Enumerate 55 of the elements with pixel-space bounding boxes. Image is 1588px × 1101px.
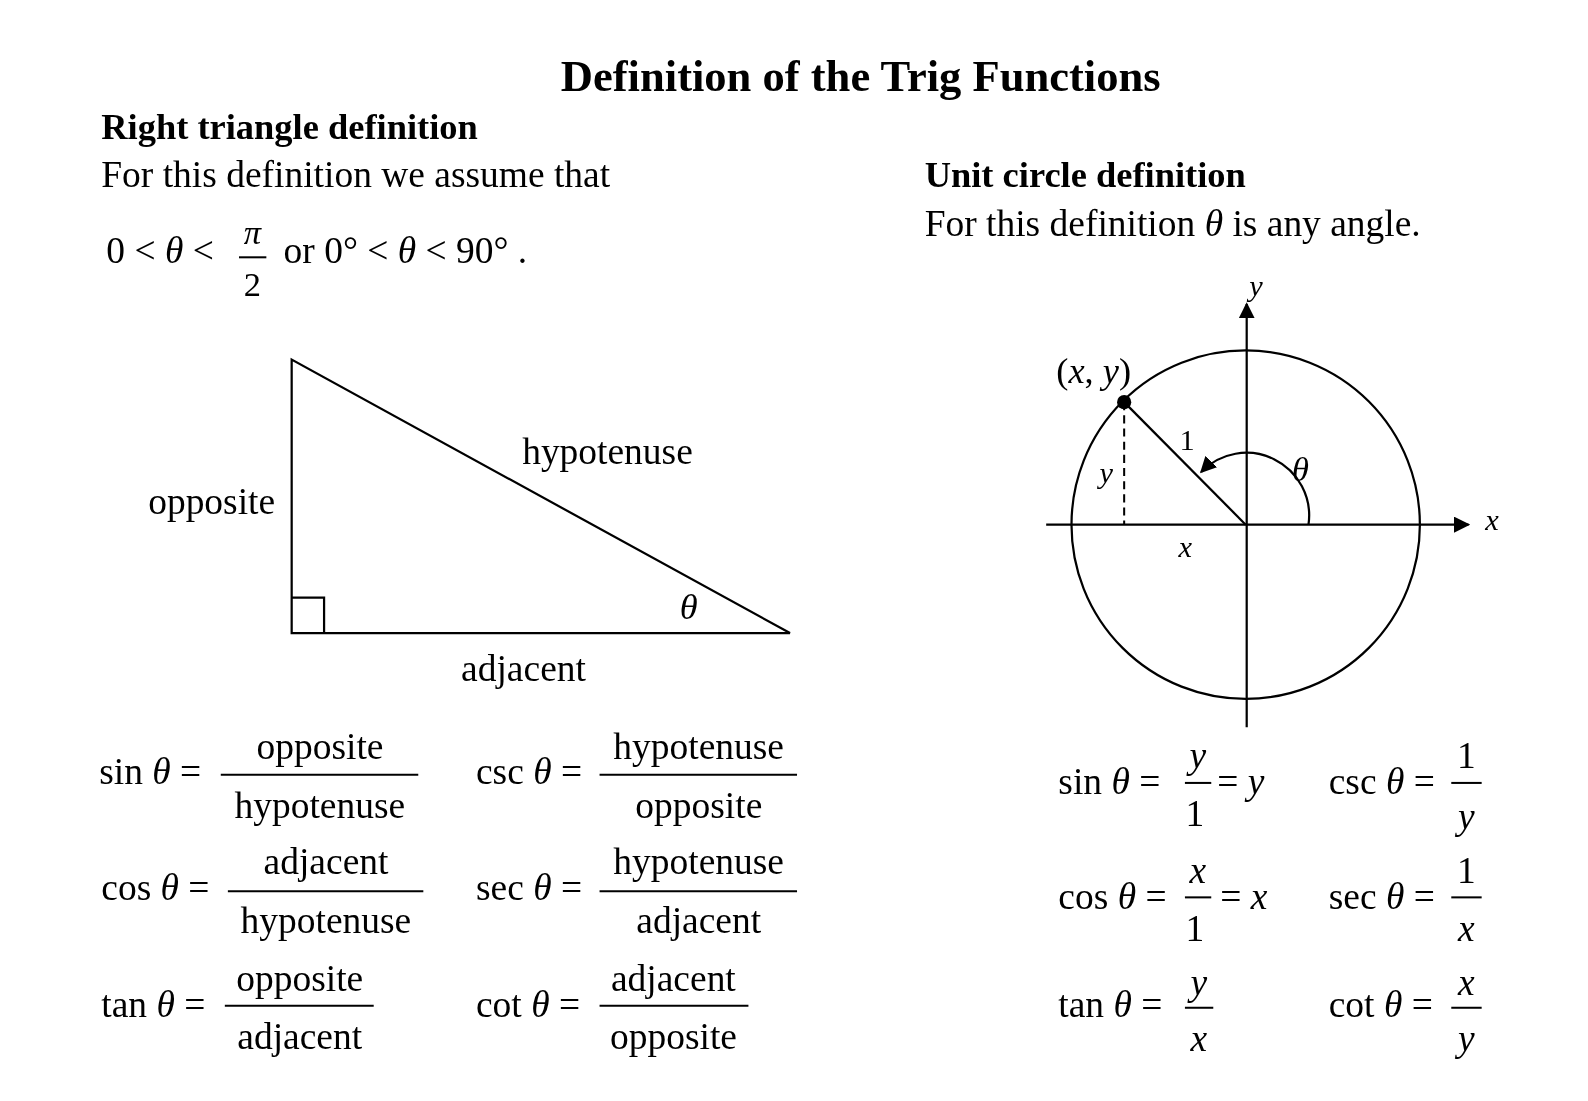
fraction-numerator: π bbox=[243, 214, 261, 250]
formula-text: sin θ = bbox=[99, 752, 202, 791]
length-label: x bbox=[1178, 531, 1192, 563]
fraction-numerator: hypotenuse bbox=[613, 843, 784, 881]
formula-text: sec θ = bbox=[1328, 877, 1435, 915]
formula-text: sec θ = bbox=[476, 869, 583, 907]
fraction-denominator: 2 bbox=[243, 267, 261, 302]
fraction-numerator: adjacent bbox=[610, 959, 736, 998]
formula-text: cot θ = bbox=[1328, 985, 1433, 1024]
point-label: (x, y) bbox=[1056, 353, 1132, 390]
length-label: y bbox=[1099, 457, 1113, 489]
page-title: Definition of the Trig Functions bbox=[560, 53, 1161, 99]
fraction-numerator: x bbox=[1457, 963, 1475, 1002]
fraction-numerator: x bbox=[1189, 852, 1207, 890]
fraction-denominator: x bbox=[1190, 1020, 1208, 1058]
fraction-denominator: adjacent bbox=[636, 901, 762, 940]
fraction-denominator: opposite bbox=[635, 787, 763, 825]
fraction-numerator: 1 bbox=[1456, 736, 1476, 775]
section-heading: Right triangle definition bbox=[101, 109, 478, 146]
fraction-numerator: opposite bbox=[256, 727, 384, 766]
formula-text: cos θ = bbox=[101, 869, 210, 907]
formula-text: csc θ = bbox=[1328, 763, 1435, 801]
formula-text: tan θ = bbox=[1058, 985, 1163, 1024]
fraction-numerator: 1 bbox=[1456, 852, 1476, 890]
side-label: opposite bbox=[148, 482, 276, 521]
axis-label: x bbox=[1485, 505, 1499, 536]
inequality-text: or 0° < θ < 90° . bbox=[283, 232, 528, 270]
fraction-denominator: adjacent bbox=[237, 1018, 363, 1056]
side-label: hypotenuse bbox=[522, 432, 693, 471]
formula-text: cot θ = bbox=[476, 985, 581, 1024]
formula-text: = x bbox=[1220, 877, 1268, 915]
fraction-denominator: y bbox=[1457, 797, 1475, 835]
fraction-numerator: hypotenuse bbox=[613, 727, 784, 766]
fraction-denominator: 1 bbox=[1185, 909, 1205, 948]
fraction-numerator: opposite bbox=[236, 959, 364, 998]
formula-text: = y bbox=[1217, 763, 1265, 801]
inequality-text: 0 < θ < bbox=[106, 232, 214, 270]
fraction-numerator: adjacent bbox=[263, 843, 389, 881]
fraction-denominator: hypotenuse bbox=[234, 787, 406, 825]
formula-text: tan θ = bbox=[101, 985, 206, 1024]
description-text: For this definition θ is any angle. bbox=[924, 205, 1421, 243]
formula-text: csc θ = bbox=[476, 752, 583, 791]
radius-label: 1 bbox=[1179, 425, 1195, 456]
formula-text: sin θ = bbox=[1058, 763, 1161, 801]
fraction-denominator: y bbox=[1457, 1020, 1475, 1058]
angle-label: θ bbox=[1291, 451, 1309, 487]
fraction-denominator: x bbox=[1457, 909, 1475, 948]
side-label: adjacent bbox=[461, 649, 586, 688]
section-heading: Unit circle definition bbox=[924, 156, 1246, 194]
fraction-denominator: 1 bbox=[1185, 794, 1205, 832]
formula-text: cos θ = bbox=[1058, 877, 1167, 915]
description-text: For this definition we assume that bbox=[101, 156, 611, 194]
angle-label: θ bbox=[679, 589, 698, 626]
fraction-denominator: hypotenuse bbox=[240, 901, 412, 940]
fraction-denominator: opposite bbox=[609, 1018, 737, 1056]
